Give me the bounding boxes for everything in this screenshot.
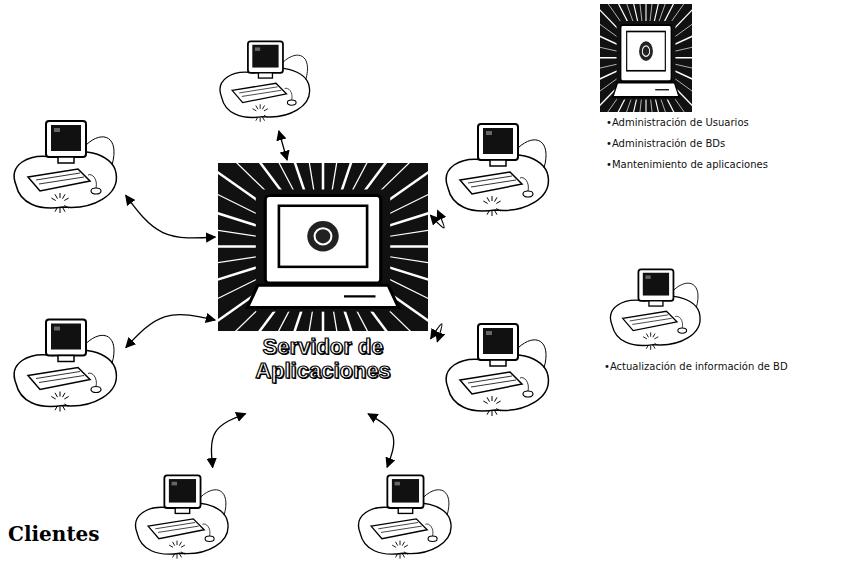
task-item: •Actualización de información de BD — [604, 360, 789, 373]
client-computer — [440, 118, 555, 223]
computer-icon — [598, 264, 713, 356]
server-node: •Administración de Usuarios •Administraci… — [600, 4, 800, 262]
client-computer — [122, 470, 242, 565]
server-node: Servidor de Aplicaciones — [218, 163, 428, 411]
computer-icon — [8, 115, 123, 220]
client-computer — [8, 312, 123, 420]
computer-icon — [8, 312, 123, 420]
client-computer — [440, 318, 555, 423]
data-link-arrow — [126, 315, 215, 348]
task-item: •Administración de BDs — [606, 137, 791, 150]
data-link-arrow — [431, 324, 442, 342]
server-icon — [600, 4, 692, 112]
server-title: Servidor de Aplicaciones — [238, 335, 408, 383]
data-link-arrow — [430, 211, 444, 228]
computer-icon — [122, 470, 242, 565]
data-link-arrow — [126, 195, 216, 238]
computer-icon — [345, 470, 465, 565]
computer-icon — [440, 118, 555, 223]
client-computer — [345, 470, 465, 565]
computer-icon — [440, 318, 555, 423]
client-computer — [8, 115, 123, 220]
task-item: •Administración de Usuarios — [606, 116, 791, 129]
group-label: Clientes — [8, 522, 100, 546]
client-computer: •Actualización de información de BD — [598, 264, 838, 414]
computer-icon — [205, 36, 325, 128]
server-icon — [218, 163, 428, 331]
client-computer — [205, 36, 325, 128]
data-link-arrow — [368, 414, 394, 467]
data-link-arrow — [211, 414, 245, 468]
task-item: •Mantenimiento de aplicaciones — [606, 158, 791, 171]
data-link-arrow — [279, 131, 287, 160]
